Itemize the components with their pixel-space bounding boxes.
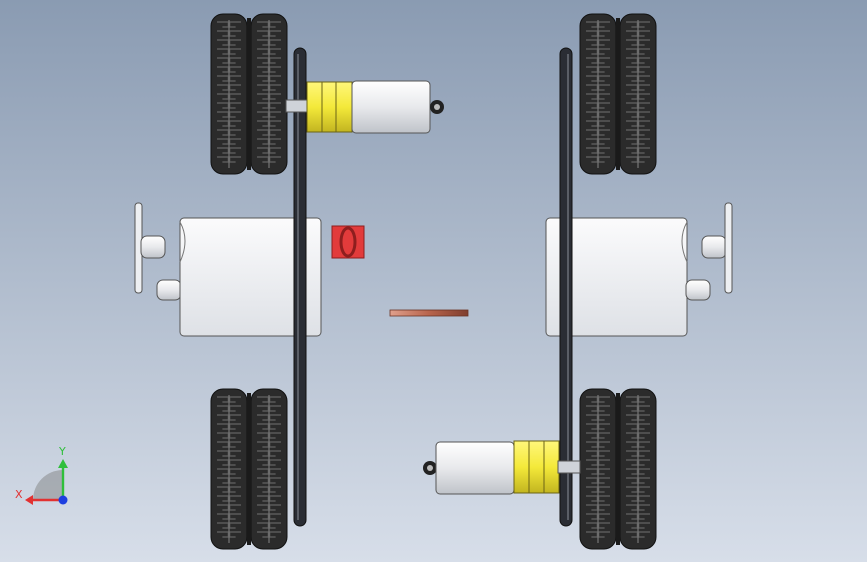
wheel-top-left[interactable] bbox=[210, 13, 288, 175]
coordinate-triad: X Y bbox=[15, 445, 68, 505]
servo-right-shaft-lower bbox=[685, 279, 711, 301]
tire-center-gap bbox=[616, 18, 620, 170]
gear-motor-bottom-axle bbox=[557, 460, 581, 474]
gear-motor-top-endcap-dot bbox=[434, 104, 440, 110]
triad-x-label: X bbox=[15, 488, 23, 501]
wheel-top-right[interactable] bbox=[579, 13, 657, 175]
wheel-bottom-right[interactable] bbox=[579, 388, 657, 550]
triad-y-label: Y bbox=[58, 445, 66, 458]
servo-right[interactable] bbox=[545, 202, 733, 337]
gear-motor-top[interactable] bbox=[285, 80, 444, 134]
triad-y-arrowhead bbox=[58, 459, 68, 468]
rail-left[interactable] bbox=[293, 47, 307, 527]
gear-motor-bottom-gearbox bbox=[513, 440, 560, 494]
red-bracket[interactable] bbox=[331, 225, 365, 259]
red-bracket-block bbox=[331, 225, 365, 259]
red-bracket-ring bbox=[339, 226, 357, 258]
tire-center-gap bbox=[247, 18, 251, 170]
servo-right-shaft-upper bbox=[701, 235, 727, 259]
gear-motor-top-gearbox bbox=[306, 81, 353, 133]
servo-left[interactable] bbox=[134, 202, 322, 337]
gear-motor-top-axle bbox=[285, 99, 309, 113]
servo-right-body bbox=[545, 217, 688, 337]
servo-left-shaft-upper bbox=[140, 235, 166, 259]
tire-center-gap bbox=[247, 393, 251, 545]
servo-left-notch bbox=[179, 221, 186, 263]
gear-motor-bottom[interactable] bbox=[423, 440, 581, 495]
rail-right[interactable] bbox=[559, 47, 573, 527]
servo-right-horn bbox=[724, 202, 733, 294]
triad-x-arrowhead bbox=[25, 495, 33, 505]
gear-motor-bottom-can bbox=[435, 441, 515, 495]
triad-plane-shadow bbox=[33, 470, 63, 500]
servo-left-body bbox=[179, 217, 322, 337]
servo-right-notch bbox=[681, 221, 688, 263]
gear-motor-top-can bbox=[351, 80, 431, 134]
gear-motor-bottom-endcap-dot bbox=[427, 465, 433, 471]
tire-center-gap bbox=[616, 393, 620, 545]
triad-z-axis-dot bbox=[58, 495, 68, 505]
wheel-bottom-left[interactable] bbox=[210, 388, 288, 550]
copper-strip[interactable] bbox=[389, 309, 469, 317]
servo-left-shaft-lower bbox=[156, 279, 182, 301]
